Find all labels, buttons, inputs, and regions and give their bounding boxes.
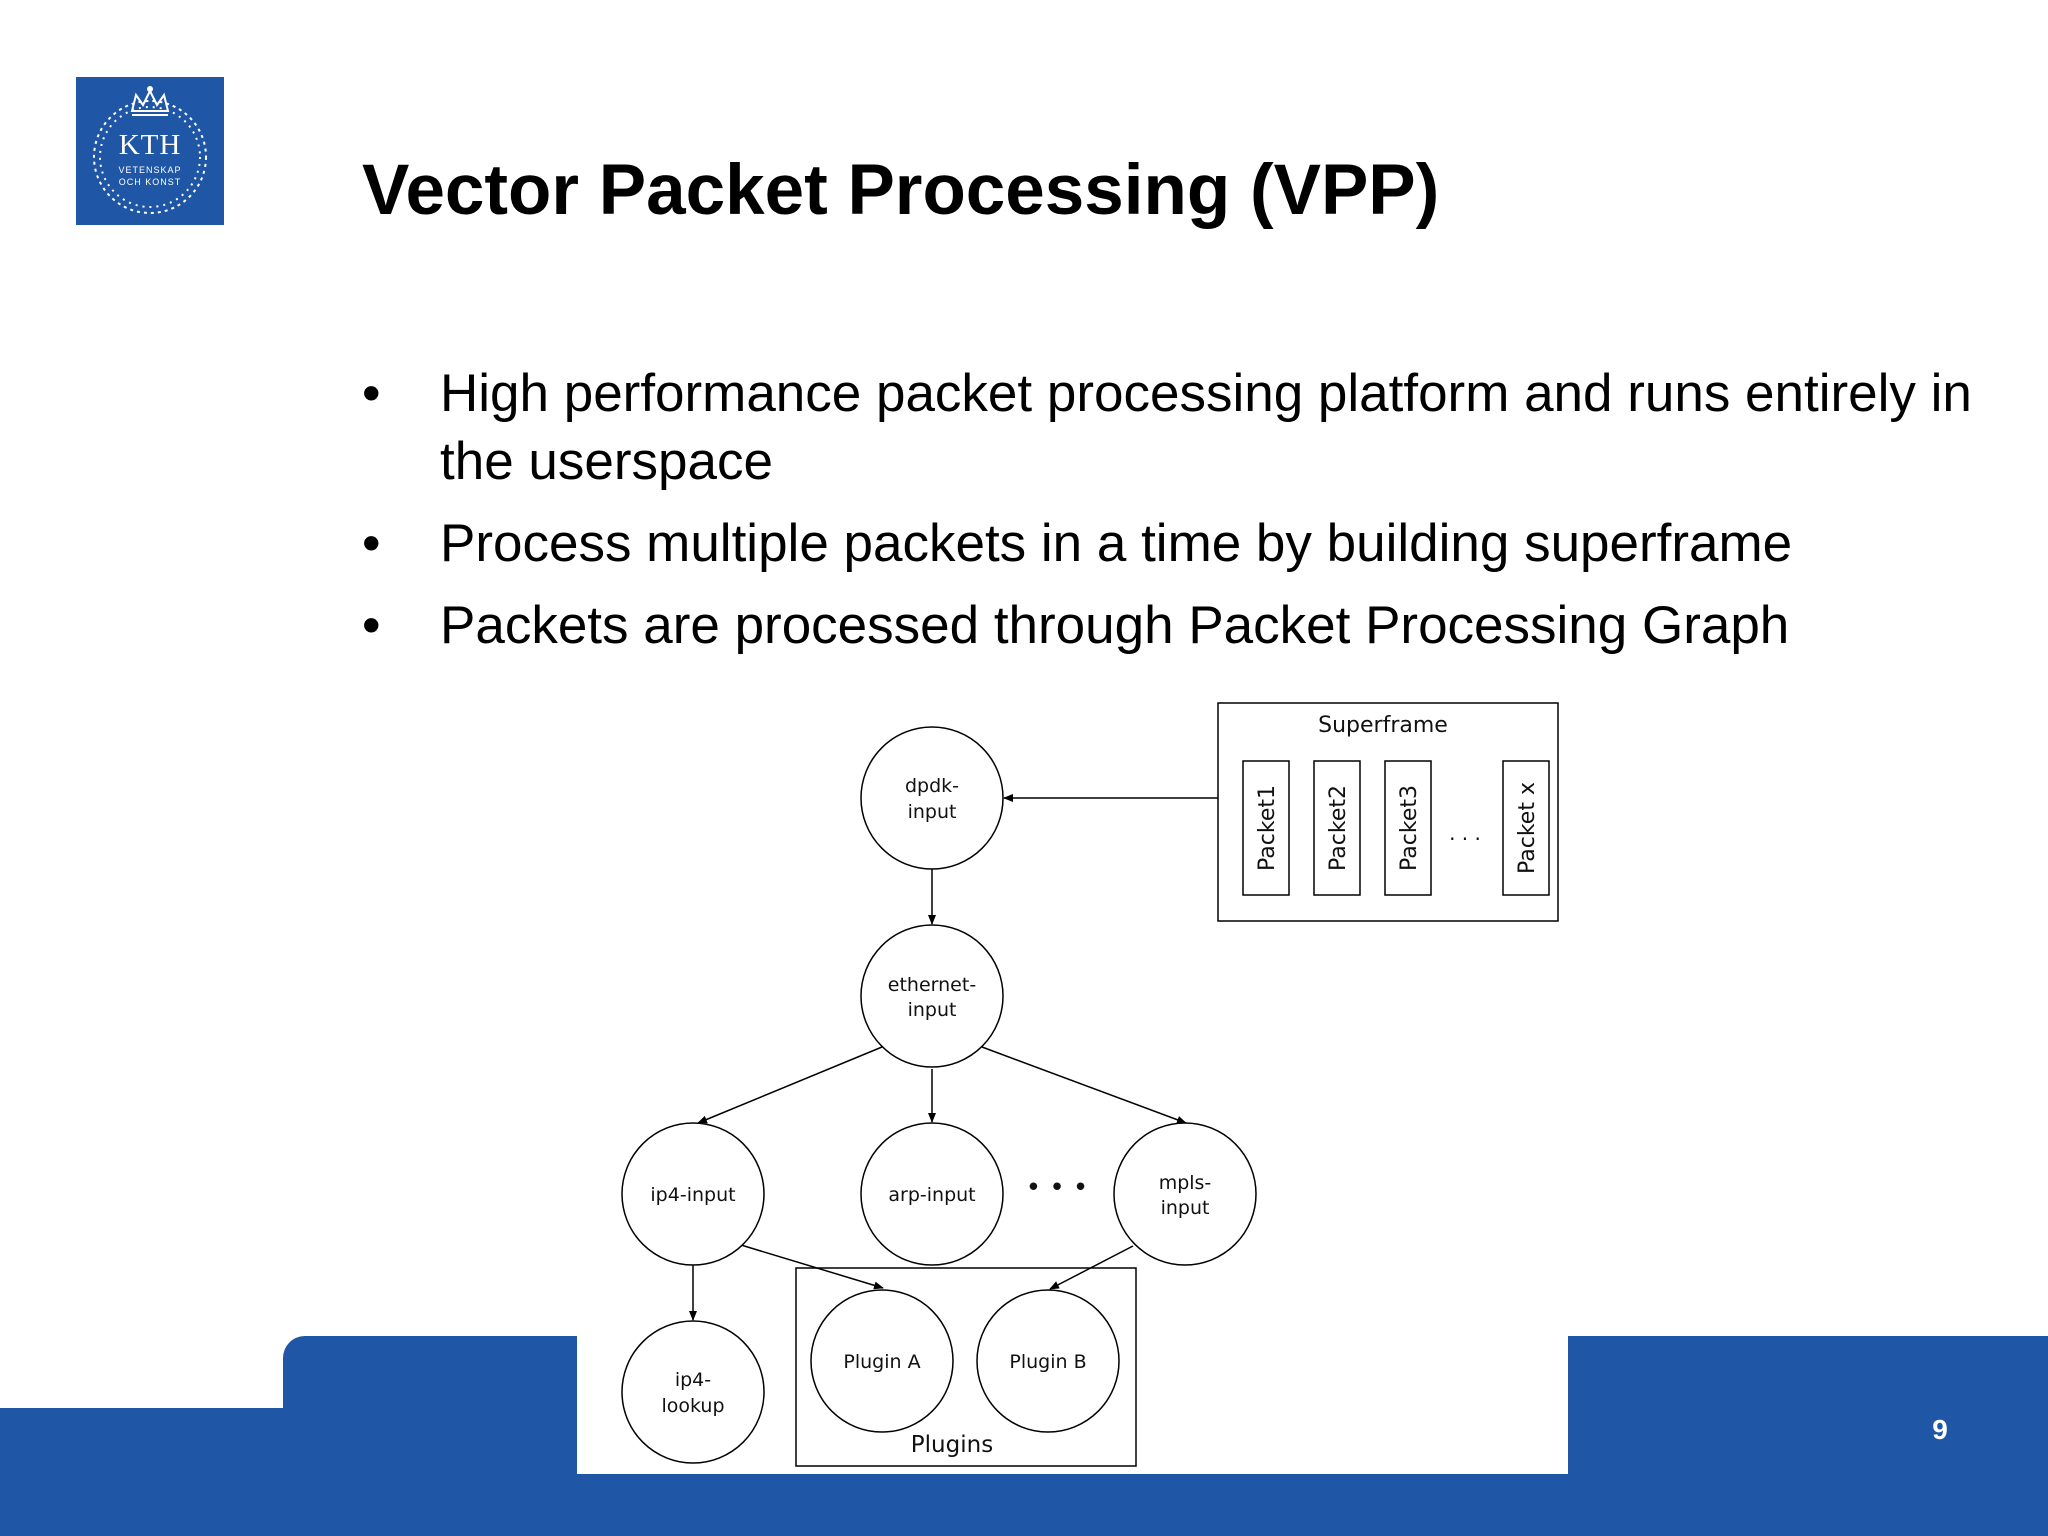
node-plugin-a: Plugin A: [810, 1289, 954, 1433]
node-label: mpls-: [1159, 1172, 1212, 1194]
kth-crest-icon: [93, 86, 207, 214]
packet-ellipsis: . . .: [1449, 821, 1481, 845]
plugins-label: Plugins: [911, 1432, 993, 1458]
node-label: Plugin A: [843, 1351, 920, 1373]
bullet-item: • Process multiple packets in a time by …: [362, 510, 2022, 578]
node-ip4-lookup: ip4- lookup: [621, 1320, 765, 1464]
node-label: ip4-input: [650, 1184, 735, 1206]
node-label: ethernet-: [888, 974, 976, 996]
node-label: input: [1161, 1197, 1210, 1219]
packet-box: [1502, 760, 1550, 896]
slide-title: Vector Packet Processing (VPP): [362, 151, 1440, 230]
node-label: ip4-: [675, 1369, 711, 1391]
bullet-marker: •: [362, 596, 381, 655]
node-mpls-input: mpls- input: [1113, 1122, 1257, 1266]
logo-line2: OCH KONST: [118, 177, 182, 187]
logo-kth-text: KTH: [118, 129, 182, 161]
node-label: lookup: [661, 1395, 724, 1417]
packet-label: Packet x: [1515, 782, 1540, 874]
packet-box: [1384, 760, 1432, 896]
node-plugin-b: Plugin B: [976, 1289, 1120, 1433]
kth-logo: KTH VETENSKAP OCH KONST: [76, 77, 224, 225]
packet-label: Packet3: [1397, 785, 1422, 871]
bullet-list: • High performance packet processing pla…: [362, 360, 2022, 674]
node-label: input: [908, 999, 957, 1021]
bullet-text: High performance packet processing platf…: [440, 364, 1972, 491]
bullet-text: Packets are processed through Packet Pro…: [440, 596, 1790, 655]
node-arp-input: arp-input: [860, 1122, 1004, 1266]
graph-edges: [689, 794, 1218, 1321]
page-number: 9: [1932, 1414, 1948, 1445]
footer-bar-left-tab: [283, 1336, 577, 1416]
packet-label: Packet2: [1326, 785, 1351, 871]
bullet-item: • High performance packet processing pla…: [362, 360, 2022, 496]
node-label: dpdk-: [905, 775, 959, 797]
node-ip4-input: ip4-input: [621, 1122, 765, 1266]
bullet-item: • Packets are processed through Packet P…: [362, 592, 2022, 660]
node-label: input: [908, 801, 957, 823]
packet-box: [1242, 760, 1290, 896]
superframe-title: Superframe: [1318, 713, 1448, 738]
node-dpdk-input: dpdk- input: [860, 726, 1004, 870]
logo-line1: VETENSKAP: [118, 165, 182, 175]
packet-box: [1313, 760, 1361, 896]
bullet-marker: •: [362, 364, 381, 423]
node-ethernet-input: ethernet- input: [860, 924, 1004, 1068]
node-label: Plugin B: [1009, 1351, 1086, 1373]
footer-bar-bottom: [0, 1474, 2048, 1536]
bullet-text: Process multiple packets in a time by bu…: [440, 514, 1793, 573]
bullet-marker: •: [362, 514, 381, 573]
packet-label: Packet1: [1255, 785, 1280, 871]
nodes-ellipsis: • • •: [1026, 1173, 1089, 1203]
node-label: arp-input: [888, 1184, 975, 1206]
